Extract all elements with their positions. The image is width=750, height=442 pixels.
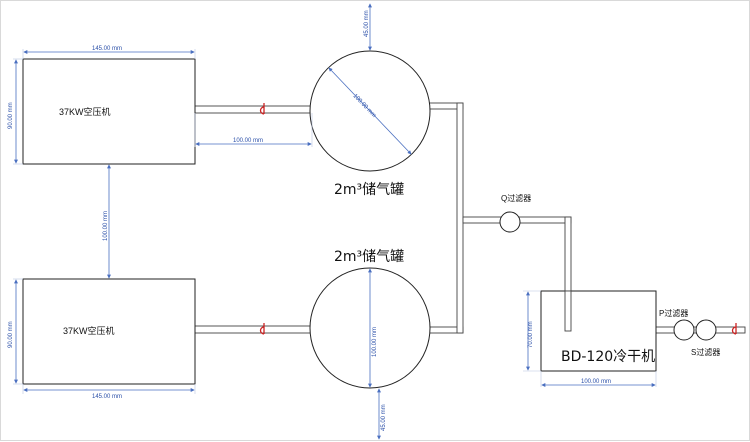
pipe-to-dryer-inner	[564, 290, 572, 332]
filter-q-label: Q过滤器	[501, 193, 531, 203]
dryer-label: BD-120冷干机	[561, 349, 655, 365]
compressor-bottom	[22, 278, 196, 385]
dim-tank-bottom-diameter: 100.00 mm	[372, 327, 378, 357]
filter-s	[695, 319, 717, 341]
valve-bottom-icon	[259, 323, 265, 335]
dim-dryer-height: 70.00 mm	[528, 321, 534, 348]
pipe-comp-top-to-tank	[194, 105, 314, 114]
tank-top-label: 2m³储气罐	[334, 182, 404, 198]
compressor-bottom-label: 37KW空压机	[63, 325, 115, 336]
dim-pipe-length: 100.00 mm	[233, 138, 263, 144]
dim-top-clearance: 45.00 mm	[364, 10, 370, 37]
valve-outlet-icon	[731, 323, 737, 335]
dim-dryer-width: 100.00 mm	[581, 379, 611, 385]
filter-p	[673, 319, 695, 341]
dim-comp-top-height: 90.00 mm	[8, 102, 14, 129]
tank-bottom-label: 2m³储气罐	[334, 249, 404, 265]
dim-tank-top-diameter-line	[328, 67, 412, 155]
pipe-comp-bottom-to-tank	[194, 325, 314, 334]
dim-comp-bottom-height: 90.00 mm	[8, 321, 14, 348]
dim-comp-gap: 100.00 mm	[103, 211, 109, 241]
dim-bottom-clearance: 45.00 mm	[381, 404, 387, 431]
compressor-top-label: 37KW空压机	[59, 106, 111, 117]
dim-comp-bottom-width: 145.00 mm	[92, 394, 122, 400]
valve-top-icon	[259, 103, 265, 115]
pipe-vertical-riser	[456, 102, 464, 334]
filter-s-label: S过滤器	[691, 347, 720, 357]
dryer-box	[540, 290, 657, 372]
compressor-top	[22, 58, 196, 165]
filter-q	[499, 211, 521, 233]
dim-comp-top-width: 145.00 mm	[92, 46, 122, 52]
filter-p-label: P过滤器	[659, 308, 688, 318]
